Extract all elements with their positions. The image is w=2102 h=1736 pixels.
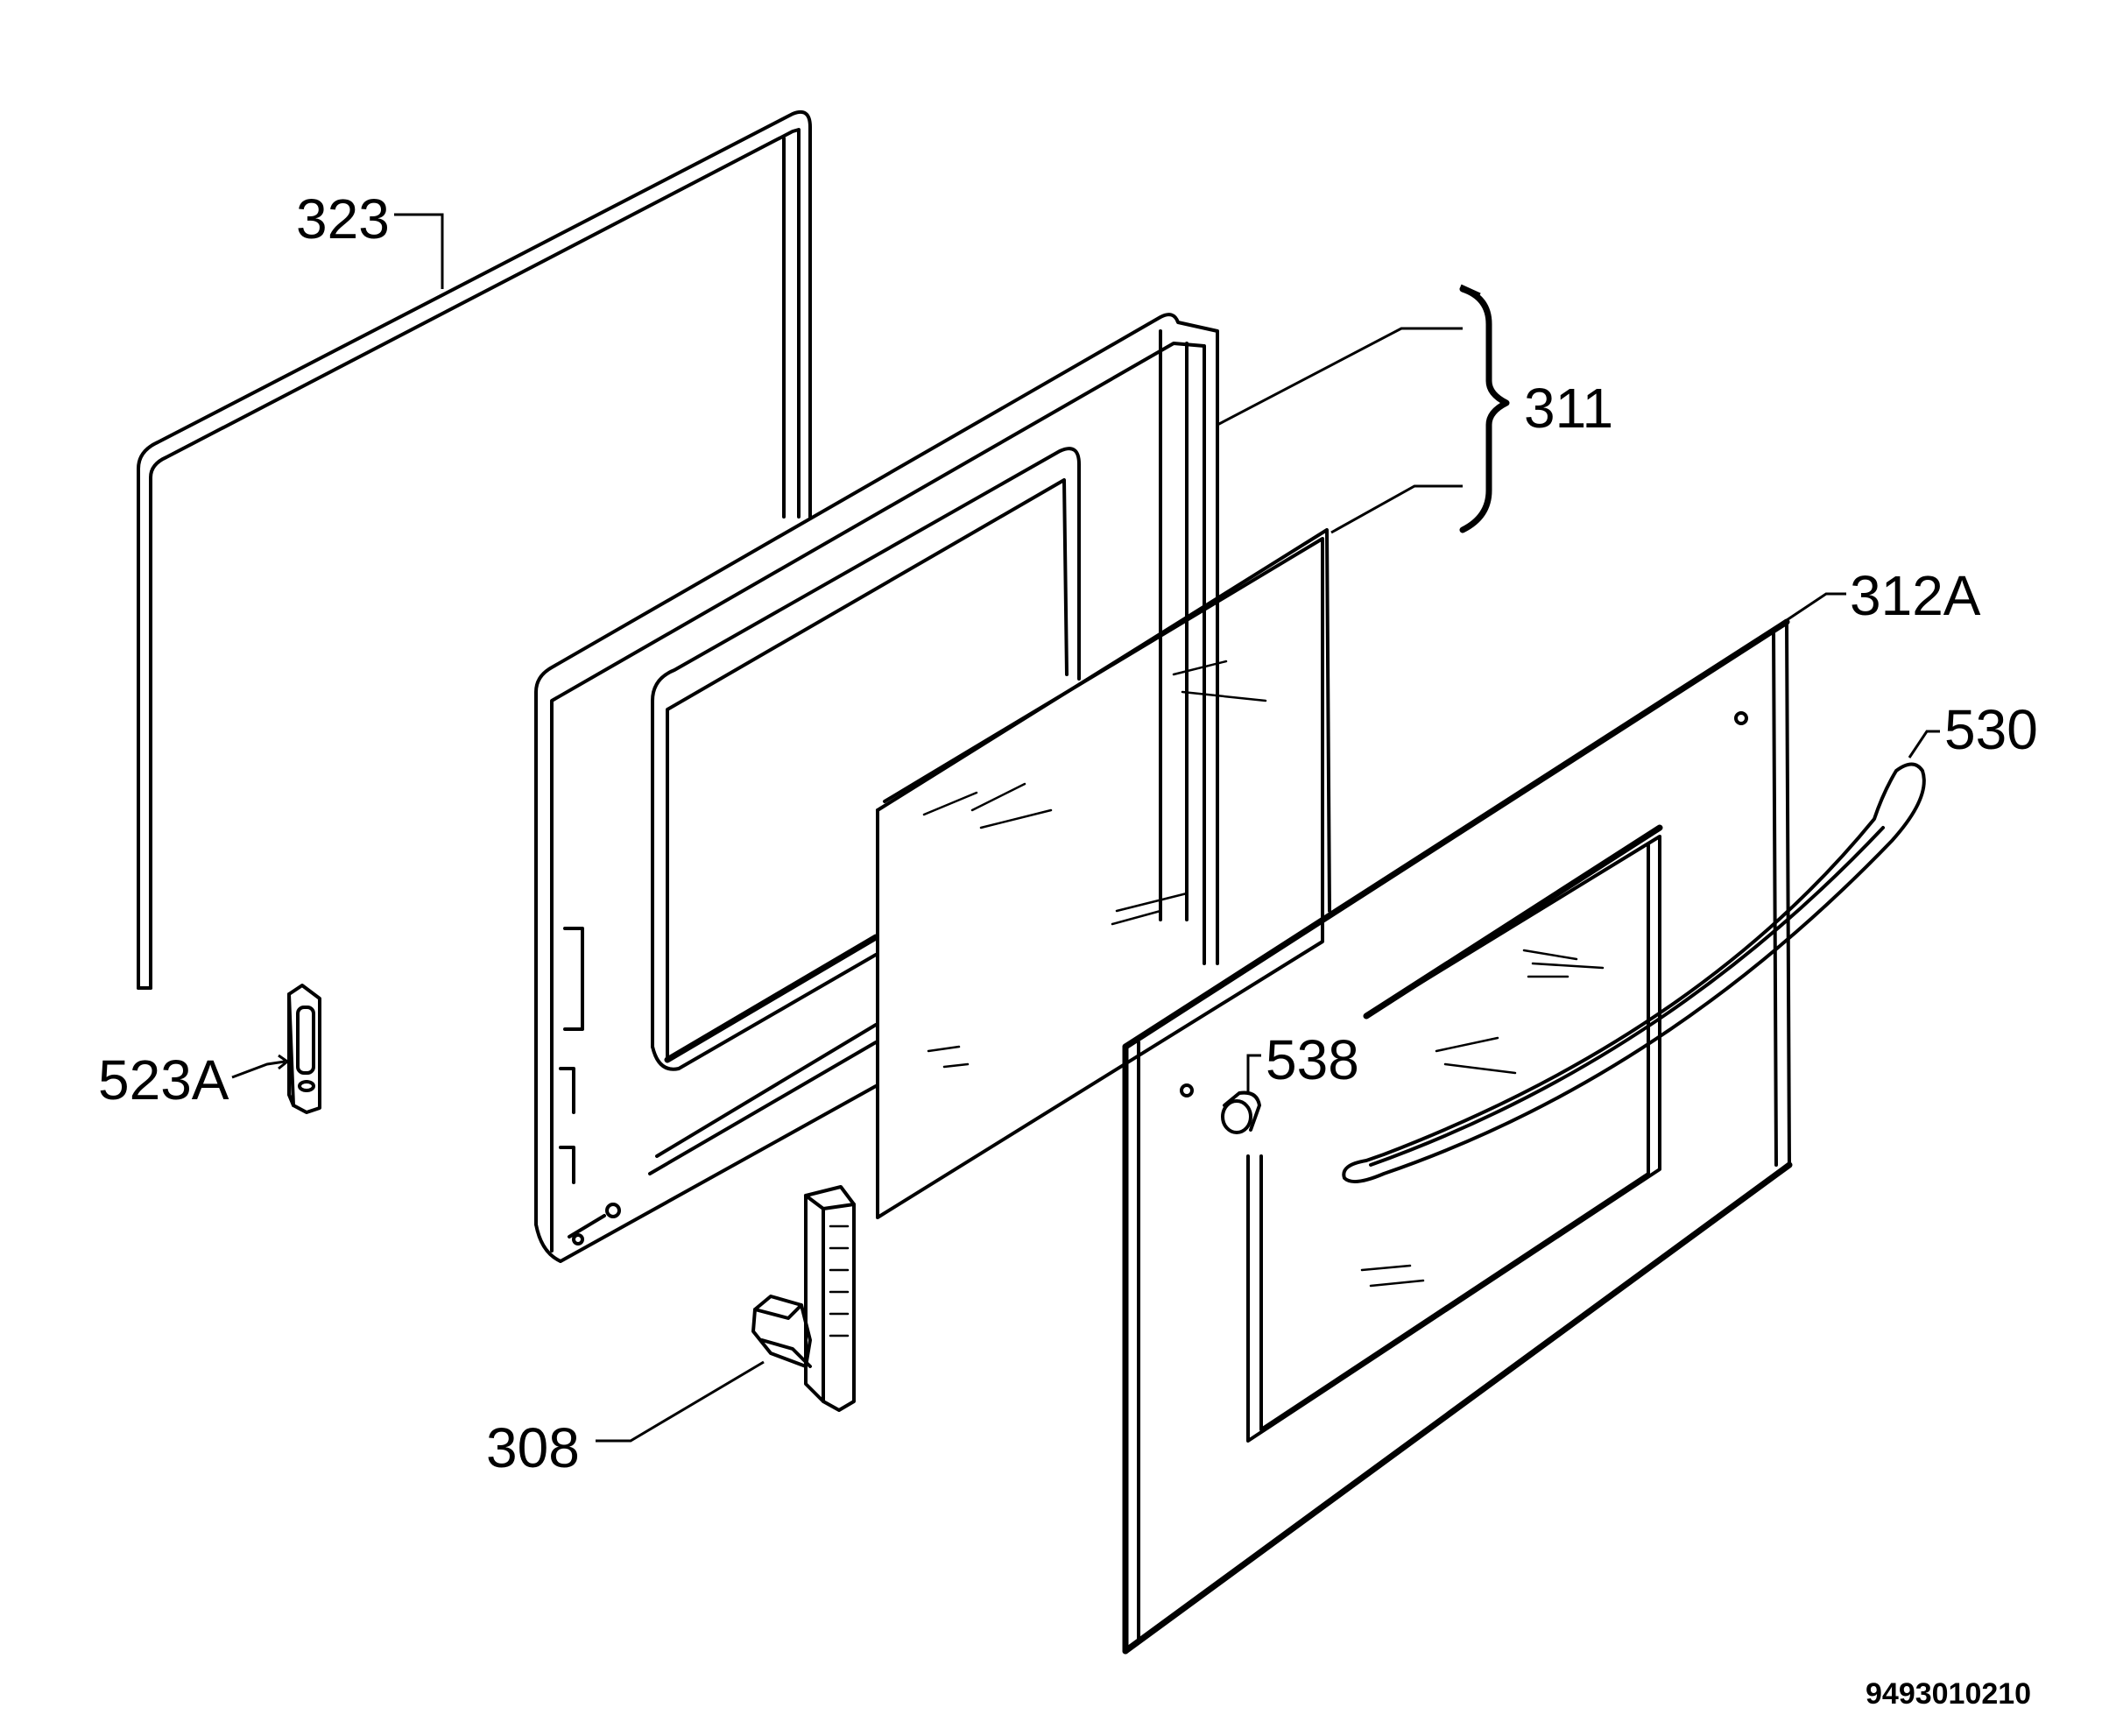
part-311-callout: 311 [1217,284,1613,534]
part-308-hinge: 308 [486,1185,856,1479]
label-323: 323 [296,187,390,251]
label-523a: 523A [98,1048,229,1111]
drawing-code: 9493010210 [1866,1677,2031,1711]
label-308: 308 [486,1416,580,1479]
part-538-spacer: 538 [1221,1028,1359,1134]
part-311-inner-glass [876,528,1331,1219]
part-523a-catch: 523A [98,984,321,1114]
label-312a: 312A [1850,564,1981,627]
part-323-door-seal [137,109,812,990]
part-312a-outer-glass: 312A [1122,564,1981,1655]
part-530-door-handle: 530 [1342,698,2038,1183]
part-323-callout: 323 [296,187,444,289]
label-311: 311 [1524,377,1613,440]
label-530: 530 [1944,698,2038,761]
label-538: 538 [1266,1028,1359,1091]
part-311-inner-frame [534,313,1219,1263]
